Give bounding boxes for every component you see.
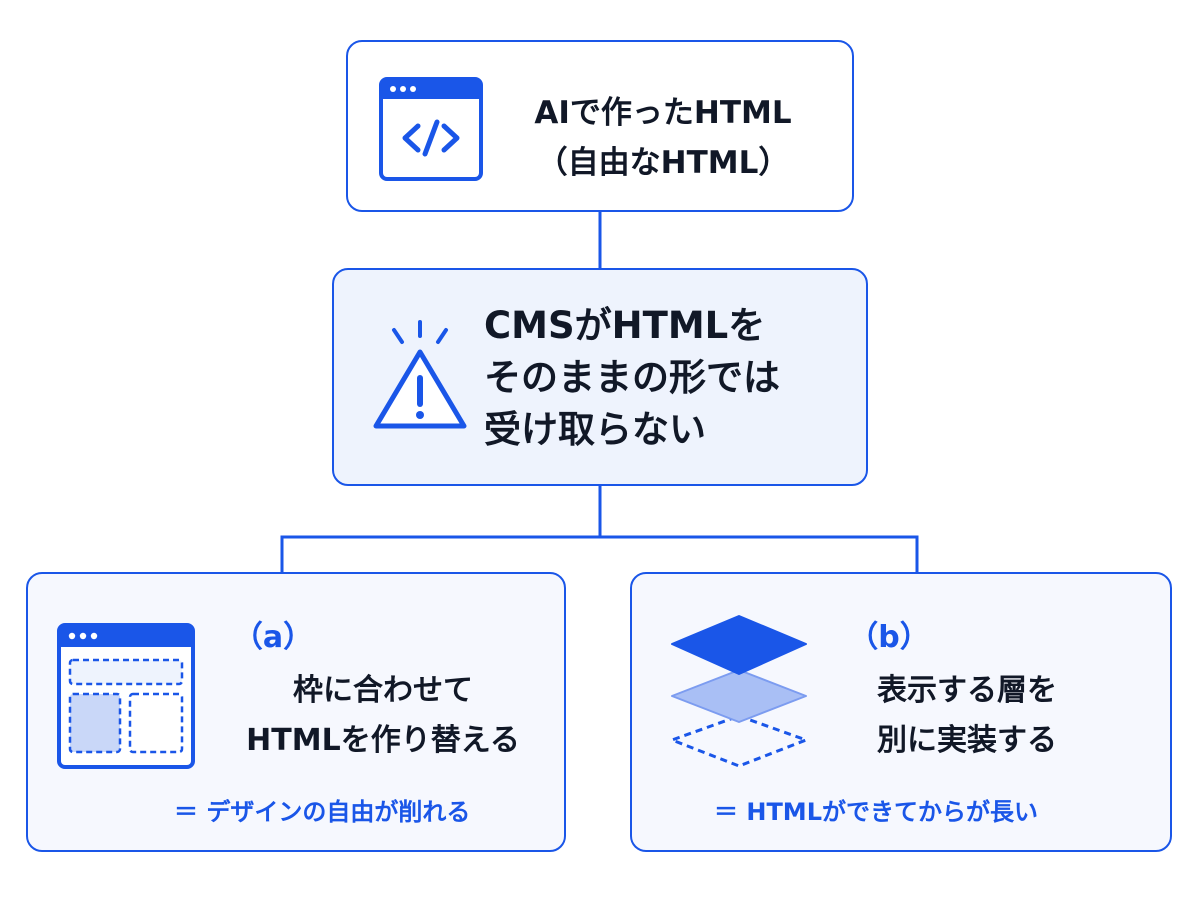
option-a-line2: HTMLを作り替える xyxy=(246,723,520,758)
cms-warning-line1: CMSがHTMLを xyxy=(484,304,766,347)
ai-html-line2: （自由なHTML） xyxy=(536,145,790,181)
code-window-icon xyxy=(379,77,483,181)
option-b-note: ＝ HTMLができてからが長い xyxy=(714,798,1038,826)
cms-warning-line3: 受け取らない xyxy=(484,408,706,451)
cms-warning-line2: そのままの形では xyxy=(484,356,780,399)
option-a-tag: （a） xyxy=(232,620,314,655)
option-a-line1: 枠に合わせて xyxy=(293,673,473,708)
layers-icon xyxy=(670,615,808,768)
connector-branch xyxy=(280,535,919,572)
layout-template-icon xyxy=(57,623,195,769)
cms-warning-label: CMSがHTMLを そのままの形では 受け取らない xyxy=(484,300,844,456)
option-b-box: （b） 表示する層を 別に実装する ＝ HTMLができてからが長い xyxy=(630,572,1172,852)
option-b-tag: （b） xyxy=(848,620,930,655)
ai-html-line1: AIで作ったHTML xyxy=(534,95,792,131)
option-a-label: 枠に合わせて HTMLを作り替える xyxy=(218,666,548,766)
option-b-line2: 別に実装する xyxy=(877,723,1057,758)
ai-html-box: AIで作ったHTML （自由なHTML） xyxy=(346,40,854,212)
option-b-line1: 表示する層を xyxy=(877,673,1057,708)
ai-html-label: AIで作ったHTML （自由なHTML） xyxy=(498,88,828,188)
cms-warning-box: CMSがHTMLを そのままの形では 受け取らない xyxy=(332,268,868,486)
warning-icon xyxy=(373,320,467,429)
option-a-note: ＝ デザインの自由が削れる xyxy=(174,798,471,826)
option-a-box: （a） 枠に合わせて HTMLを作り替える ＝ デザインの自由が削れる xyxy=(26,572,566,852)
option-b-label: 表示する層を 別に実装する xyxy=(822,666,1112,766)
